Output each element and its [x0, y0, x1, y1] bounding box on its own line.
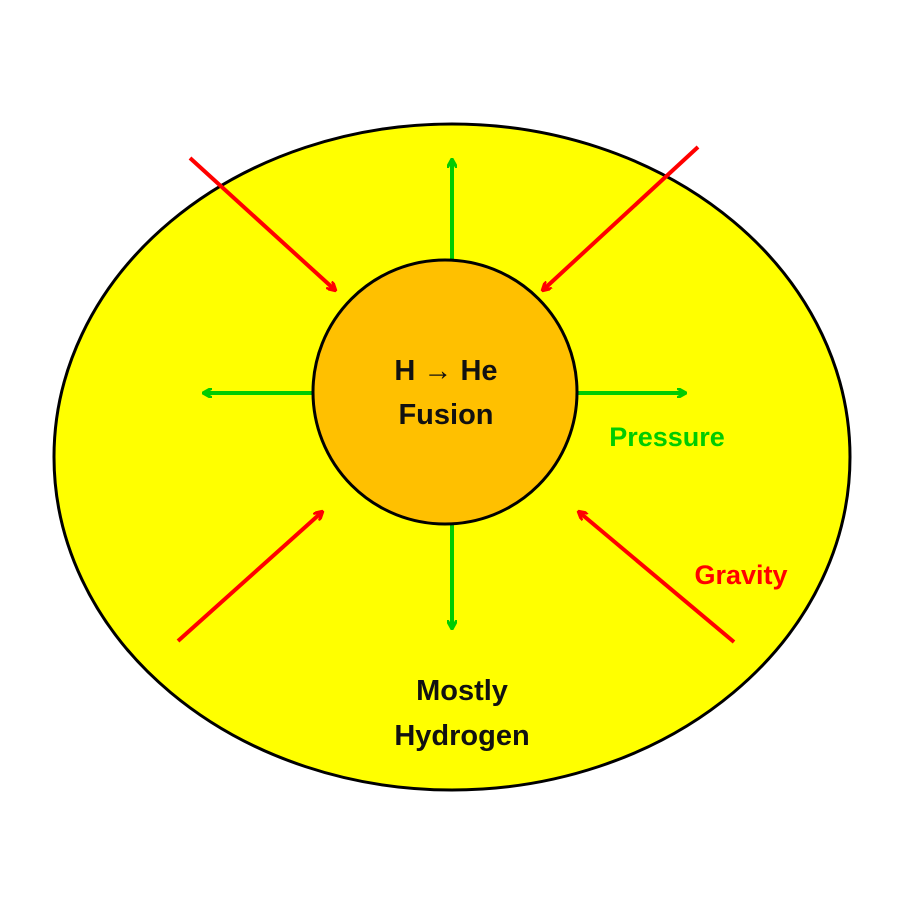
gravity-arrow-bottom-right — [579, 512, 736, 644]
gravity-arrow-top-right — [543, 145, 700, 290]
gravity-arrows — [176, 145, 736, 644]
envelope-label-mostly: Mostly — [416, 675, 508, 707]
core-label-reaction: H → He — [394, 355, 497, 387]
pressure-label: Pressure — [609, 422, 725, 452]
gravity-arrow-top-left — [188, 156, 335, 290]
core-label-fusion: Fusion — [398, 399, 493, 431]
pressure-arrows — [204, 160, 685, 628]
gravity-arrow-bottom-left — [176, 512, 322, 643]
envelope-label-hydrogen: Hydrogen — [394, 720, 529, 752]
gravity-label: Gravity — [694, 560, 787, 590]
fusion-core — [311, 258, 579, 526]
